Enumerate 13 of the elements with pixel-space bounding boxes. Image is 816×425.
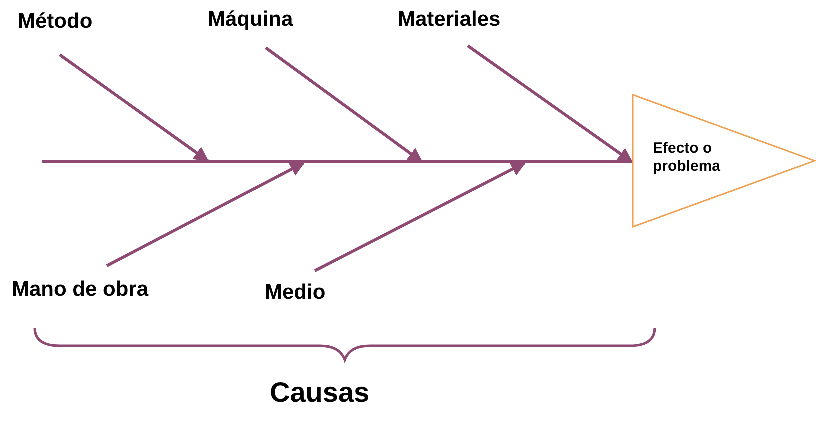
effect-label: Efecto o problema [653,140,722,176]
cause-label: Mano de obra [12,278,149,302]
arrow [106,162,306,268]
arrow [467,44,634,164]
cause-label: Máquina [208,8,294,32]
spine-line [42,160,632,164]
cause-label: Medio [265,281,326,304]
arrow [314,162,526,272]
arrow [265,46,424,164]
cause-label: Materiales [398,8,501,32]
cause-label: Método [18,10,93,34]
group-label: Causas [270,377,370,409]
arrow [59,54,210,162]
